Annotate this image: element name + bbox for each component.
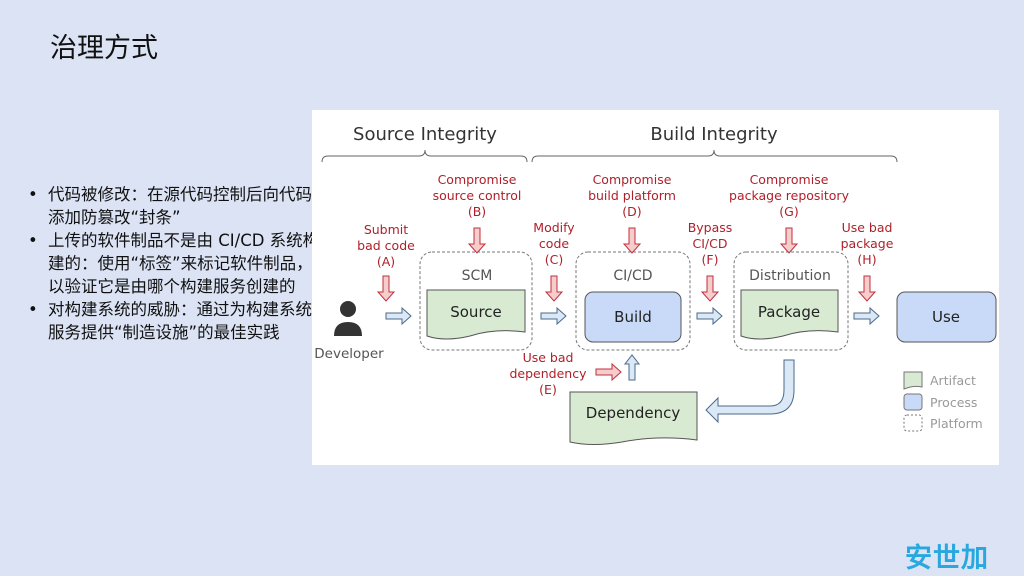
developer-label: Developer [314,346,384,362]
legend-platform: Platform [930,416,983,431]
bullet-item: 代码被修改：在源代码控制后向代码添加防篡改“封条” [24,183,324,229]
svg-text:dependency: dependency [510,366,588,381]
svg-text:build platform: build platform [588,188,676,203]
use-label: Use [932,308,960,326]
svg-text:Compromise: Compromise [593,172,672,187]
flow-arrow [853,307,880,325]
threat-g: Compromise package repository (G) [729,172,850,254]
threat-e: Use bad dependency (E) [510,350,622,397]
developer-icon [334,301,362,336]
svg-text:(C): (C) [545,252,563,267]
build-label: Build [614,308,652,326]
svg-text:Use bad: Use bad [842,220,893,235]
dependency-up-arrow [623,354,641,381]
bullet-list: 代码被修改：在源代码控制后向代码添加防篡改“封条” 上传的软件制品不是由 CI/… [24,183,324,344]
legend-process: Process [930,395,977,410]
process-swatch [903,393,923,411]
svg-text:Bypass: Bypass [688,220,733,235]
distribution-label: Distribution [749,268,831,284]
svg-text:(F): (F) [702,252,719,267]
source-brace [321,149,528,163]
legend: Artifact Process Platform [903,371,983,432]
cicd-platform [575,251,691,351]
use-process [896,291,997,343]
svg-text:bad code: bad code [357,238,415,253]
brand-logo: 安世加 [905,543,989,574]
svg-text:(G): (G) [779,204,798,219]
flow-arrow [540,307,567,325]
slide-title: 治理方式 [50,33,158,64]
artifact-swatch [903,371,923,390]
svg-text:package repository: package repository [729,188,850,203]
source-label: Source [450,303,502,321]
dependency-artifact [569,391,698,445]
threat-b: Compromise source control (B) [433,172,522,254]
cicd-label: CI/CD [613,268,652,284]
svg-text:(D): (D) [622,204,641,219]
package-label: Package [758,303,820,321]
svg-text:Compromise: Compromise [750,172,829,187]
svg-text:code: code [539,236,569,251]
source-artifact [426,289,526,340]
bullet-item: 对构建系统的威胁：通过为构建系统服务提供“制造设施”的最佳实践 [24,298,324,344]
legend-artifact: Artifact [930,373,976,388]
threat-h: Use bad package (H) [841,220,894,302]
svg-text:source control: source control [433,188,522,203]
package-to-dependency-arrow [705,359,795,424]
package-artifact [740,289,839,340]
threat-f: Bypass CI/CD (F) [688,220,733,302]
build-process [584,291,682,343]
threat-a: Submit bad code (A) [357,222,415,302]
source-integrity-heading: Source Integrity [353,124,497,145]
svg-text:CI/CD: CI/CD [693,236,728,251]
threat-d: Compromise build platform (D) [588,172,676,254]
svg-text:Use bad: Use bad [523,350,574,365]
svg-text:(H): (H) [857,252,876,267]
platform-swatch [903,414,923,432]
scm-label: SCM [462,268,493,284]
build-integrity-heading: Build Integrity [650,124,778,145]
svg-text:(E): (E) [539,382,557,397]
threat-c: Modify code (C) [533,220,575,302]
build-brace [531,149,898,163]
svg-text:Compromise: Compromise [438,172,517,187]
svg-text:(B): (B) [468,204,486,219]
svg-text:(A): (A) [377,254,395,269]
bullet-item: 上传的软件制品不是由 CI/CD 系统构建的：使用“标签”来标记软件制品，以验证… [24,229,324,298]
dependency-label: Dependency [586,404,681,422]
svg-text:Modify: Modify [533,220,575,235]
distribution-platform [733,251,849,351]
svg-text:package: package [841,236,894,251]
flow-arrow [385,307,412,325]
svg-text:Submit: Submit [364,222,408,237]
flow-arrow [696,307,723,325]
